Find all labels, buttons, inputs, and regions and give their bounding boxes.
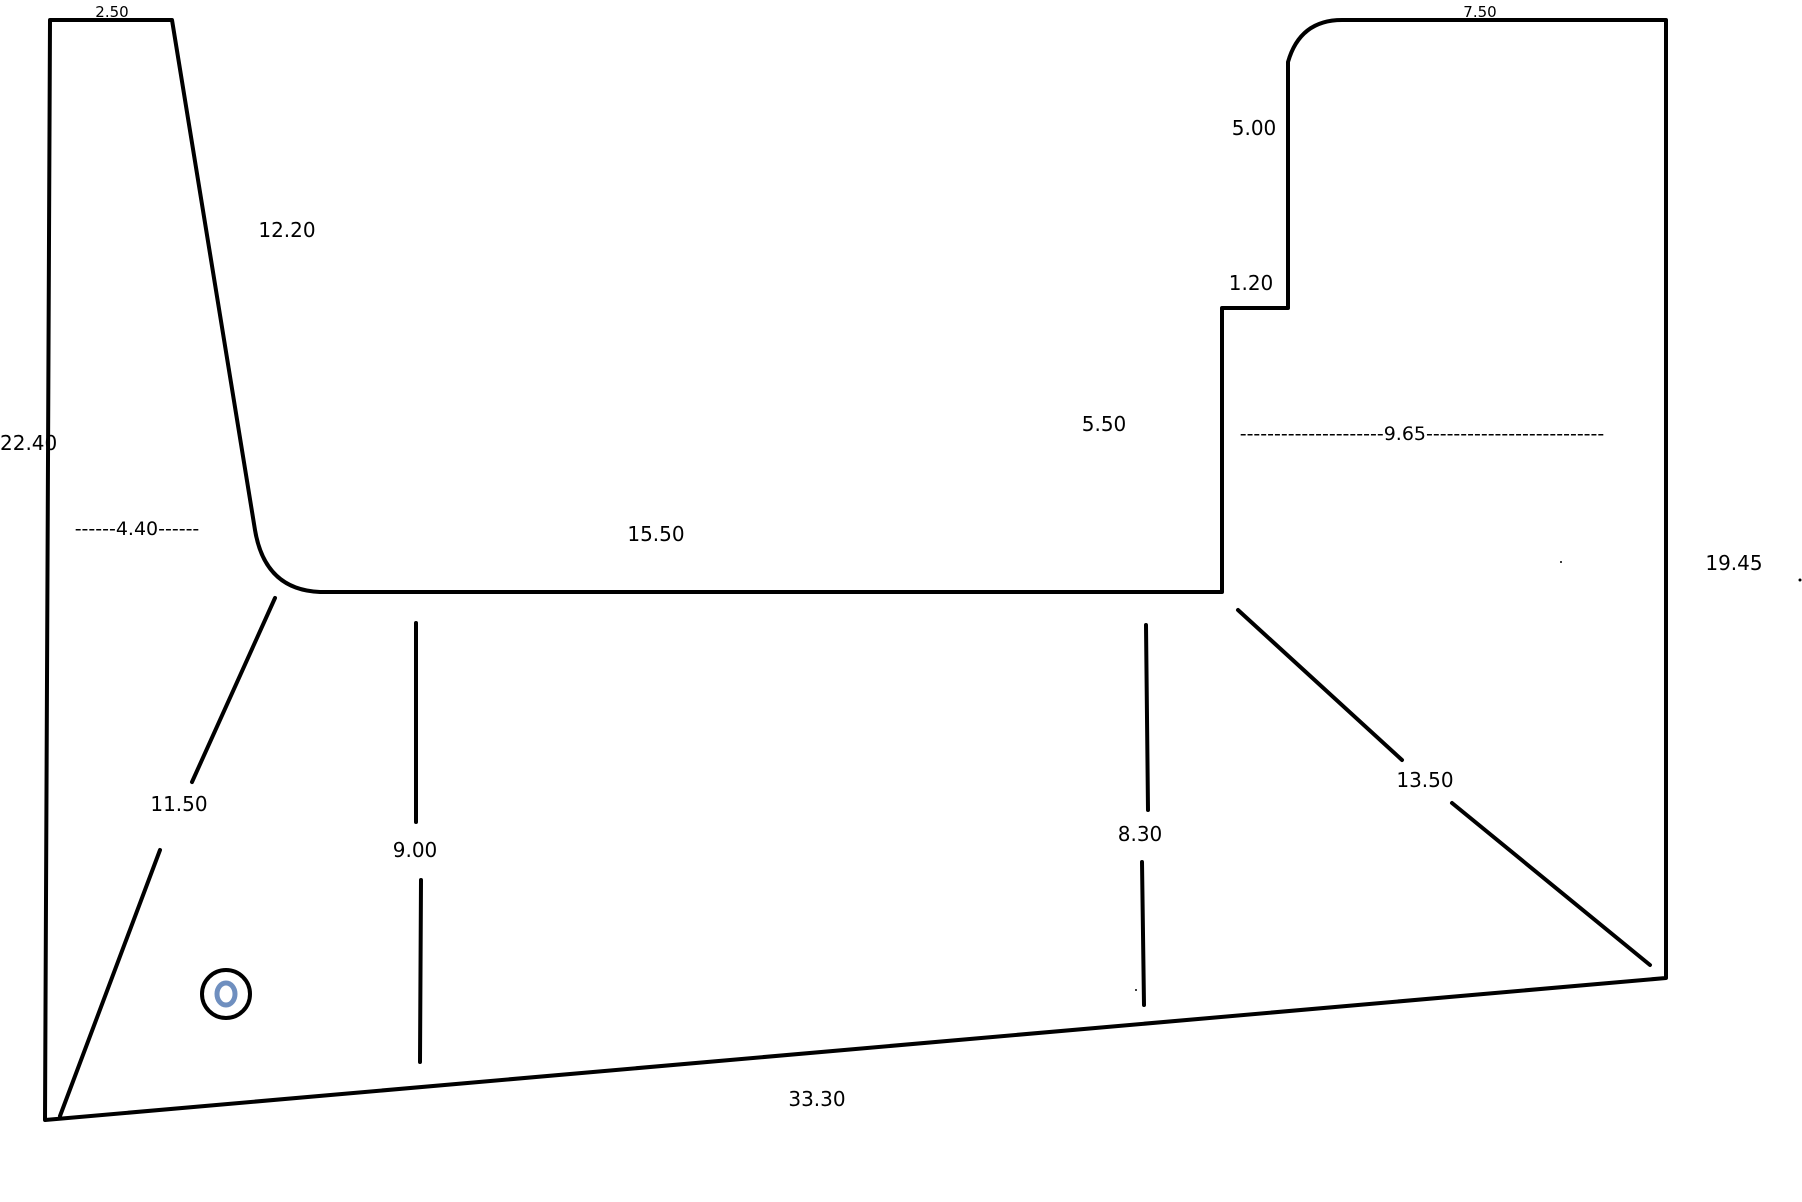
stray-dot <box>1798 578 1802 582</box>
marker-inner <box>214 980 238 1008</box>
label-left-side: 22.40 <box>0 431 57 455</box>
diagonal-lower-right-lower <box>1450 801 1652 967</box>
label-notch-width: 1.20 <box>1229 271 1274 295</box>
label-step-vertical: 5.50 <box>1082 412 1127 436</box>
label-inner-width: ------4.40------ <box>75 518 200 540</box>
label-middle-top: 15.50 <box>627 522 684 546</box>
stray-dot <box>1560 561 1562 563</box>
diagonal-lower-left-upper <box>190 596 277 784</box>
diagonal-lower-left-lower <box>58 848 162 1118</box>
label-right-side: 19.45 <box>1705 551 1762 575</box>
label-vertical-right: 8.30 <box>1118 822 1163 846</box>
label-diagonal-lower-left: 11.50 <box>150 792 207 816</box>
label-diagonal-upper: 12.20 <box>258 218 315 242</box>
vertical-right-lower <box>1140 860 1146 1007</box>
label-upper-right-vertical: 5.00 <box>1232 116 1277 140</box>
label-right-width: ---------------------9.65---------------… <box>1240 423 1605 445</box>
label-top-left: 2.50 <box>95 3 128 21</box>
outline-path <box>43 18 1668 1122</box>
label-vertical-left: 9.00 <box>393 838 438 862</box>
label-diagonal-lower-right: 13.50 <box>1396 768 1453 792</box>
diagonal-lower-right-upper <box>1236 608 1404 762</box>
label-bottom: 33.30 <box>788 1087 845 1111</box>
stray-dot <box>1135 989 1137 991</box>
label-top-right: 7.50 <box>1463 3 1496 21</box>
vertical-left-lower <box>418 878 423 1064</box>
vertical-right-upper <box>1144 623 1150 812</box>
marker-ring <box>200 968 252 1020</box>
